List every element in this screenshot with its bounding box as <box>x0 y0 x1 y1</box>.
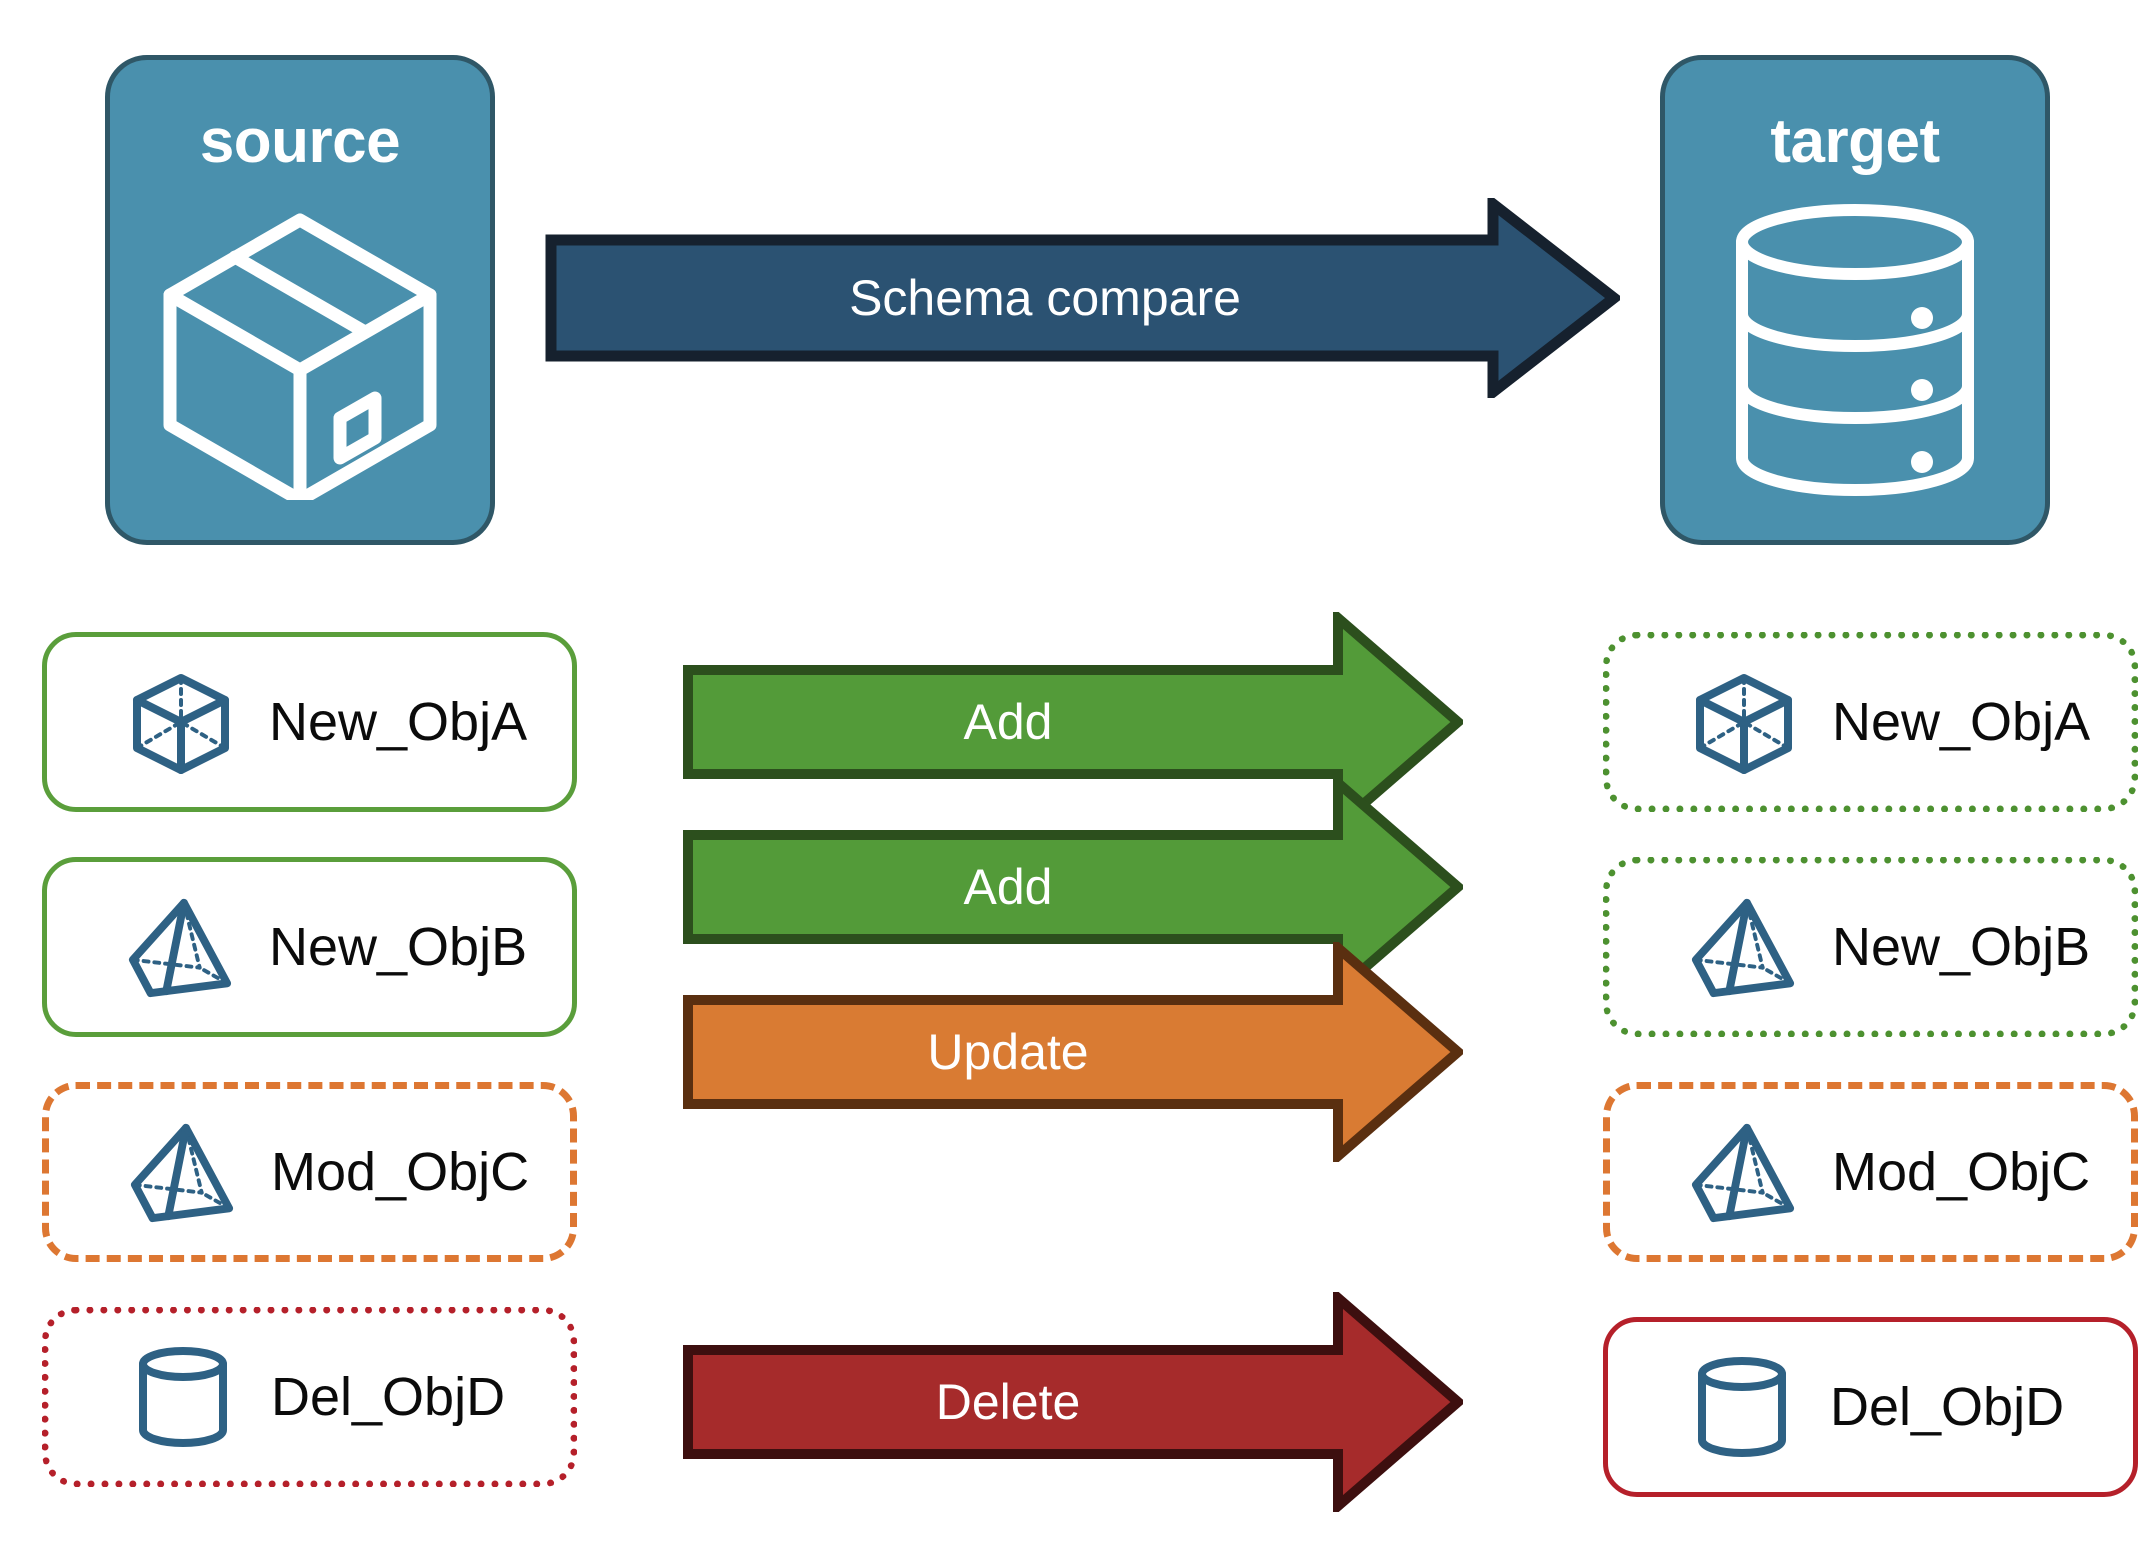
wireframe-pyramid-icon <box>1690 893 1798 1001</box>
wireframe-cube-icon <box>127 668 235 776</box>
source-endpoint-box[interactable]: source <box>105 55 495 545</box>
target-card-label: Mod_ObjC <box>1832 1142 2091 1202</box>
source-card-del-objd[interactable]: Del_ObjD <box>42 1307 577 1487</box>
package-box-icon <box>155 200 445 507</box>
target-card-new-objb[interactable]: New_ObjB <box>1603 857 2138 1037</box>
source-card-label: Del_ObjD <box>271 1367 506 1427</box>
add-arrow-row-2[interactable] <box>683 772 1466 1002</box>
target-endpoint-label: target <box>1770 107 1940 176</box>
source-card-label: New_ObjB <box>269 917 528 977</box>
schema-compare-arrow[interactable] <box>545 192 1623 404</box>
wireframe-pyramid-icon <box>1690 1118 1798 1226</box>
target-card-mod-objc[interactable]: Mod_ObjC <box>1603 1082 2138 1262</box>
source-card-label: Mod_ObjC <box>271 1142 530 1202</box>
wireframe-cylinder-icon <box>1688 1353 1796 1461</box>
wireframe-pyramid-icon <box>127 893 235 1001</box>
source-card-mod-objc[interactable]: Mod_ObjC <box>42 1082 577 1262</box>
wireframe-cube-icon <box>1690 668 1798 776</box>
source-card-new-obja[interactable]: New_ObjA <box>42 632 577 812</box>
target-endpoint-box[interactable]: target <box>1660 55 2050 545</box>
target-card-new-obja[interactable]: New_ObjA <box>1603 632 2138 812</box>
database-cylinder-icon <box>1730 200 1980 505</box>
delete-arrow-row-4[interactable] <box>683 1287 1466 1517</box>
target-card-del-objd[interactable]: Del_ObjD <box>1603 1317 2138 1497</box>
source-card-label: New_ObjA <box>269 692 528 752</box>
target-card-label: Del_ObjD <box>1830 1377 2065 1437</box>
wireframe-cylinder-icon <box>129 1343 237 1451</box>
source-endpoint-label: source <box>199 107 401 176</box>
update-arrow-row-3[interactable] <box>683 937 1466 1167</box>
target-card-label: New_ObjA <box>1832 692 2091 752</box>
add-arrow-row-1[interactable] <box>683 607 1466 837</box>
source-card-new-objb[interactable]: New_ObjB <box>42 857 577 1037</box>
wireframe-pyramid-icon <box>129 1118 237 1226</box>
target-card-label: New_ObjB <box>1832 917 2091 977</box>
